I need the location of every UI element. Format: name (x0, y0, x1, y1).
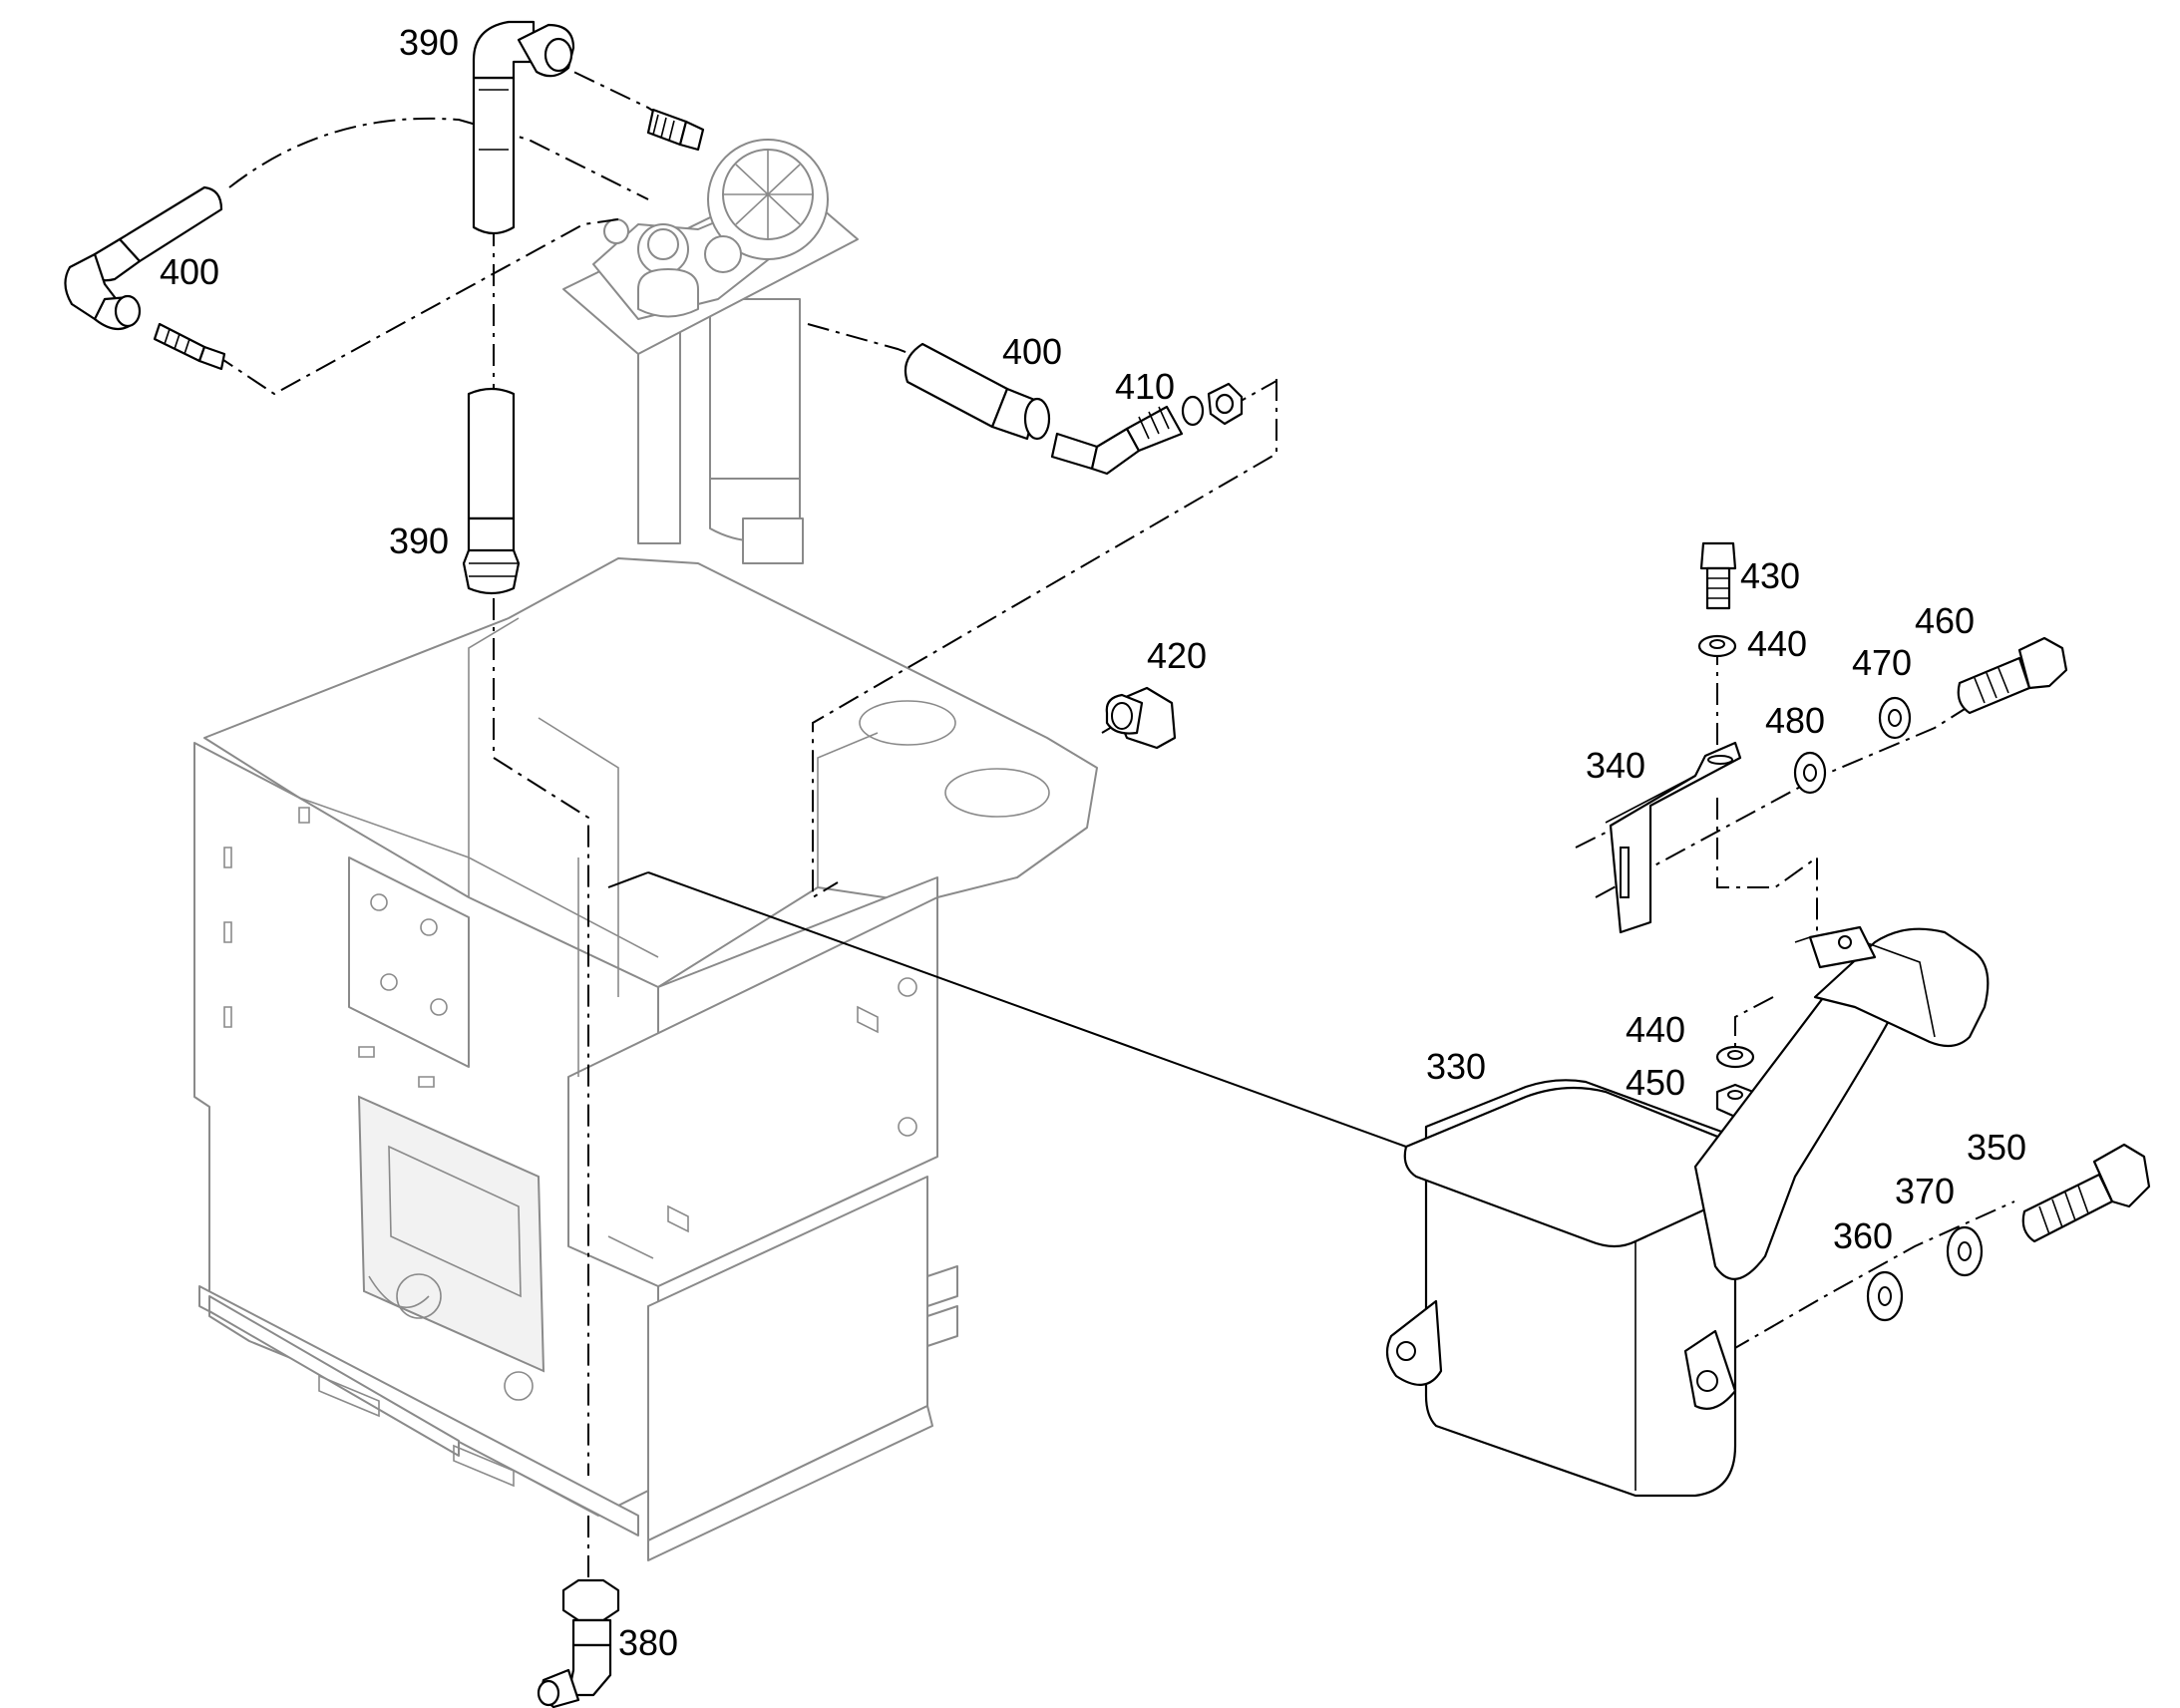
callout-370: 370 (1895, 1171, 1955, 1211)
leader-330 (647, 871, 1407, 1148)
callout-430: 430 (1740, 555, 1800, 596)
callout-400-right: 400 (1002, 331, 1062, 372)
callout-420: 420 (1147, 635, 1207, 676)
callout-330: 330 (1426, 1046, 1486, 1087)
callout-350: 350 (1967, 1127, 2026, 1168)
washer-480 (1793, 751, 1827, 795)
callout-390-top: 390 (399, 22, 459, 63)
tank-330 (1385, 925, 1990, 1498)
washer-440-top (1697, 634, 1737, 658)
fitting-small-top (646, 108, 705, 152)
pump-module (562, 139, 859, 564)
leader-330-hook (607, 871, 649, 888)
elbow-420 (1105, 686, 1177, 750)
washer-440-bottom (1715, 1045, 1755, 1069)
callout-400-left: 400 (160, 251, 219, 292)
callout-440-bottom: 440 (1626, 1009, 1685, 1050)
hose-390-top (472, 20, 575, 235)
bolt-460 (1957, 636, 2068, 715)
fitting-410 (1050, 382, 1244, 476)
washer-470 (1878, 696, 1912, 740)
callout-360: 360 (1833, 1215, 1893, 1256)
elbow-380 (537, 1578, 620, 1708)
callout-380: 380 (618, 1622, 678, 1663)
bracket-340 (1605, 741, 1742, 934)
callout-480: 480 (1765, 700, 1825, 741)
callout-labels: 390 400 400 410 390 420 430 440 460 470 … (160, 22, 2026, 1663)
callout-460: 460 (1915, 600, 1975, 641)
bolt-350 (2021, 1143, 2151, 1243)
callout-390-bottom: 390 (389, 520, 449, 561)
hose-400-right (904, 342, 1051, 441)
callout-340: 340 (1586, 745, 1645, 786)
callout-470: 470 (1852, 642, 1912, 683)
callout-440-top: 440 (1747, 623, 1807, 664)
washer-370 (1946, 1225, 1984, 1277)
callout-410: 410 (1115, 366, 1175, 407)
hose-400-left (64, 185, 226, 371)
hose-390-bottom (462, 387, 521, 595)
washer-360 (1866, 1270, 1904, 1322)
frame-body (193, 557, 1098, 1561)
bolt-430 (1699, 541, 1737, 610)
callout-450: 450 (1626, 1062, 1685, 1103)
